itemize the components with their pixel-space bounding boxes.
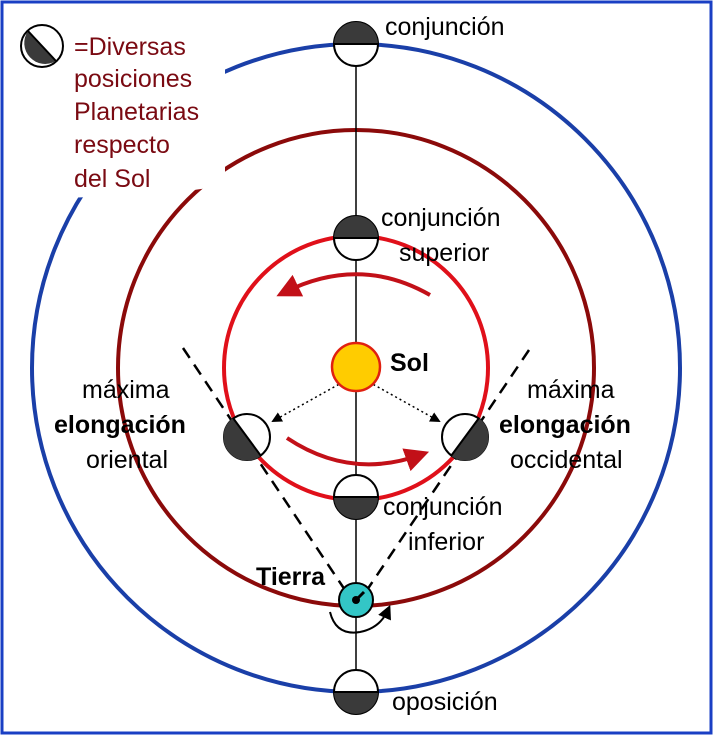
- label-opposition: oposición: [392, 688, 498, 716]
- planet-western-elongation-icon: [441, 413, 489, 461]
- tangent-line-west: [365, 349, 531, 591]
- planet-conjunction-icon: [333, 21, 379, 67]
- label-conjunction: conjunción: [385, 13, 505, 41]
- planet-opposition-icon: [333, 669, 379, 715]
- legend-line-3: Planetarias: [74, 98, 199, 126]
- tangent-line-east: [181, 347, 347, 591]
- legend-line-5: del Sol: [74, 165, 150, 193]
- label-west-elongation-2: elongación: [499, 411, 631, 439]
- legend-line-2: posiciones: [74, 65, 192, 93]
- label-west-elongation-1: máxima: [527, 376, 615, 404]
- sun-icon: [330, 341, 382, 393]
- orbit-direction-arrow-bottom: [285, 436, 430, 472]
- planet-superior-conjunction-icon: [333, 215, 379, 261]
- label-west-elongation-3: occidental: [510, 446, 623, 474]
- legend-line-1: =Diversas: [74, 33, 186, 61]
- label-sun: Sol: [390, 349, 429, 377]
- earth-icon: [338, 582, 374, 618]
- label-superior-conjunction-2: superior: [399, 239, 489, 267]
- label-inferior-conjunction-1: conjunción: [383, 493, 503, 521]
- orbit-direction-arrow-top: [276, 272, 431, 297]
- label-superior-conjunction-1: conjunción: [381, 204, 501, 232]
- label-earth: Tierra: [256, 563, 326, 591]
- label-inferior-conjunction-2: inferior: [408, 528, 484, 556]
- legend-line-4: respecto: [74, 131, 170, 159]
- label-east-elongation-1: máxima: [82, 376, 170, 404]
- planet-inferior-conjunction-icon: [333, 474, 379, 520]
- label-east-elongation-3: oriental: [86, 446, 168, 474]
- label-east-elongation-2: elongación: [54, 411, 186, 439]
- half-shaded-planet-icon: [20, 24, 64, 68]
- earth-rotation-arrow: [329, 604, 391, 634]
- planet-eastern-elongation-icon: [223, 413, 271, 461]
